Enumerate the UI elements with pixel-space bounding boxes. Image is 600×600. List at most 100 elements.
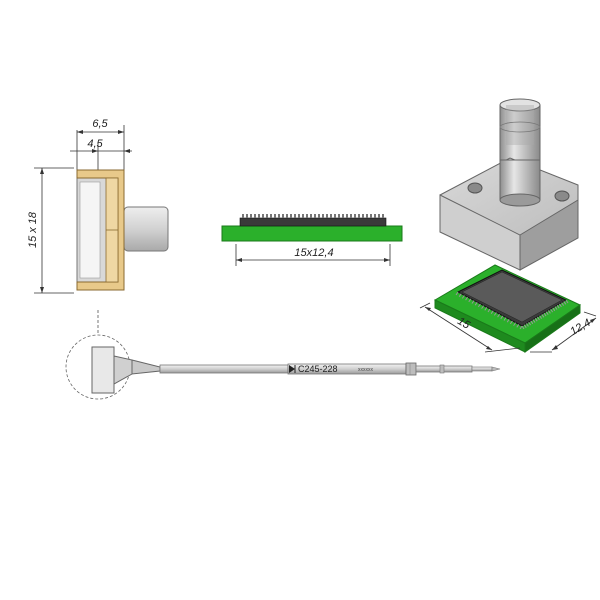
front-view: 6,5 4,5 15 x 18 (27, 118, 169, 335)
dimension-width-outer: 6,5 (76, 118, 125, 170)
chip-pin (334, 214, 336, 218)
iso-chip-pin (461, 295, 465, 299)
chip-pin (362, 214, 364, 218)
screw-hole-icon (554, 190, 570, 202)
chip-pin (354, 214, 356, 218)
tip-stem (123, 206, 169, 252)
arrow-mark-icon (289, 365, 295, 373)
chip-pin (326, 214, 328, 218)
chip-pin (346, 214, 348, 218)
iso-chip-pin (556, 304, 560, 309)
chip-pin (290, 214, 292, 218)
iso-chip-pin (481, 305, 485, 309)
chip-pin (278, 214, 280, 218)
iso-chip-pin (500, 315, 504, 320)
cartridge-tip-head (91, 346, 115, 394)
iso-chip-pin (563, 301, 567, 305)
dimension-face-size: 15 x 18 (27, 167, 74, 294)
chip-body-side (239, 217, 387, 227)
width-outer-label: 6,5 (92, 118, 108, 130)
chip-pin (246, 214, 248, 218)
chip-pin (266, 214, 268, 218)
iso-chip-pin (503, 317, 507, 321)
tip-gold-frame (76, 169, 125, 291)
chip-pin (294, 214, 296, 218)
iso-chip-pin (543, 312, 547, 317)
iso-chip-pin (534, 317, 538, 322)
iso-chip-pin (561, 302, 565, 306)
chip-pin (314, 214, 316, 218)
iso-chip-pin (465, 296, 469, 301)
chip-pin (370, 214, 372, 218)
iso-chip-pin (509, 320, 513, 325)
isometric-view: 15 12,4 (419, 98, 597, 353)
tip-cavity (79, 181, 101, 279)
chip-pin (350, 214, 352, 218)
face-size-label: 15 x 18 (27, 211, 39, 248)
cartridge-end (491, 366, 501, 372)
iso-chip-pin (471, 300, 475, 304)
iso-chip-pin (484, 307, 488, 311)
screw-hole-icon (467, 182, 483, 194)
chip-pin (310, 214, 312, 218)
iso-chip-pin (493, 312, 497, 316)
iso-chip-pin (474, 301, 478, 306)
chip-pin (366, 214, 368, 218)
chip-pin (306, 214, 308, 218)
chip-pin (286, 214, 288, 218)
iso-block-right (519, 199, 579, 271)
chip-pin (242, 214, 244, 218)
iso-chip-pin (525, 323, 529, 327)
cartridge-collar (405, 362, 417, 376)
chip-pin (298, 214, 300, 218)
chip-pin (274, 214, 276, 218)
chip-pin (318, 214, 320, 218)
iso-chip-pin (477, 303, 481, 308)
chip-pin (302, 214, 304, 218)
iso-chip-pin (519, 325, 523, 330)
cartridge-shaft (159, 364, 289, 374)
dimension-width-inner: 4,5 (70, 138, 132, 170)
iso-chip-pin (558, 303, 562, 308)
chip-pin (254, 214, 256, 218)
iso-chip-pins (455, 291, 569, 330)
chip-pin (378, 214, 380, 218)
iso-chip-pin (528, 321, 532, 326)
chip-pin (342, 214, 344, 218)
iso-chip-pin (513, 322, 517, 326)
cartridge-side-view: C245-228 xxxxxx (65, 334, 501, 400)
iso-chip-pin (550, 308, 554, 313)
iso-chip-pin (530, 320, 534, 325)
iso-chip-pin (552, 307, 556, 312)
chip-pin (282, 214, 284, 218)
chip-pin (338, 214, 340, 218)
iso-chip-pin (554, 306, 558, 310)
chip-pin (258, 214, 260, 218)
chip-pin (322, 214, 324, 218)
iso-chip-pin (487, 308, 491, 313)
chip-pin (270, 214, 272, 218)
chip-pin (262, 214, 264, 218)
pcb-side (221, 225, 403, 242)
chip-pin (382, 214, 384, 218)
iso-chip-pin (458, 293, 462, 297)
iso-chip-pin (497, 313, 501, 318)
chip-pins (242, 214, 384, 218)
iso-chip-pin (490, 310, 494, 314)
iso-chip-pin (547, 310, 551, 314)
iso-width-label: 12,4 (568, 317, 593, 338)
cartridge-marking-label: xxxxxx (358, 367, 374, 373)
width-inner-label: 4,5 (87, 138, 103, 150)
chip-pin (330, 214, 332, 218)
iso-chip-pin (506, 318, 510, 323)
iso-chip-pin (536, 316, 540, 321)
cartridge-model-label: C245-228 (298, 364, 338, 374)
iso-chip-pin (455, 291, 459, 296)
iso-chip-pin (523, 324, 527, 328)
chip-pin (374, 214, 376, 218)
iso-chip-pin (565, 299, 569, 304)
iso-chip-pin (532, 319, 536, 323)
chip-size-label: 15x12,4 (294, 247, 333, 259)
iso-chip-pin (516, 324, 520, 328)
